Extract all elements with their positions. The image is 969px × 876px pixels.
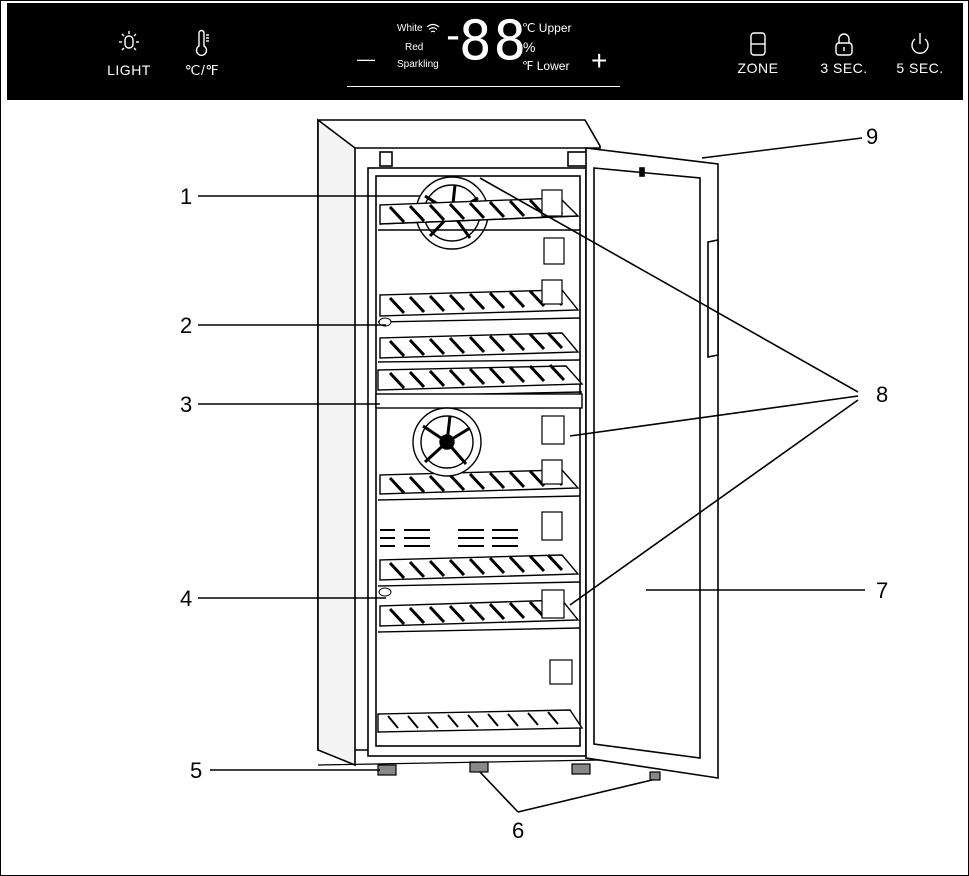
decrease-button[interactable]: — <box>357 49 375 69</box>
lock-icon <box>835 33 853 56</box>
unit-toggle-button[interactable]: ℃/℉ <box>177 29 227 79</box>
light-label: LIGHT <box>107 62 151 78</box>
humidity-percent-indicator: % <box>523 39 536 55</box>
callout-9: 9 <box>866 124 878 149</box>
glass-door <box>541 147 719 779</box>
wine-type-white: White <box>397 23 423 34</box>
shelf-7 <box>377 599 581 633</box>
door-handle <box>707 239 719 358</box>
callout-8: 8 <box>876 382 888 407</box>
wine-shelves <box>375 197 584 733</box>
callout-2: 2 <box>180 313 192 338</box>
cabinet-side <box>317 118 356 767</box>
callout-6: 6 <box>512 818 524 843</box>
display-minus-sign: - <box>441 13 468 59</box>
callout-1: 1 <box>180 184 192 209</box>
power-label: 5 SEC. <box>896 60 944 76</box>
callout-5: 5 <box>190 758 202 783</box>
callout-lines <box>198 137 865 813</box>
shelf-5 <box>377 468 581 501</box>
led-light-lower <box>378 587 392 597</box>
temperature-display: 88 <box>459 9 529 72</box>
shelf-3 <box>377 331 581 363</box>
light-button[interactable]: LIGHT <box>99 29 159 78</box>
callout-4: 4 <box>180 586 192 611</box>
callout-7: 7 <box>876 578 888 603</box>
control-panel: LIGHT ℃/℉ White Red Sparkling - 88 ℃ Upp… <box>7 3 963 100</box>
wine-type-sparkling: Sparkling <box>397 59 439 70</box>
power-icon <box>911 33 929 54</box>
shelf-2 <box>377 288 581 323</box>
callout-3: 3 <box>180 392 192 417</box>
lock-button[interactable]: 3 SEC. <box>814 31 874 76</box>
light-bulb-icon <box>119 31 139 51</box>
zone-divider <box>375 393 583 409</box>
thermometer-icon <box>195 29 209 56</box>
zone-button[interactable]: ZONE <box>733 31 783 76</box>
air-vent <box>380 529 518 547</box>
increase-button[interactable]: + <box>591 45 608 76</box>
wifi-icon <box>426 23 440 33</box>
bottom-shelf <box>377 709 584 733</box>
wine-type-red: Red <box>405 42 424 53</box>
zone-label: ZONE <box>737 60 779 76</box>
fahrenheit-lower-indicator: ℉ Lower <box>522 59 570 73</box>
celsius-upper-indicator: ℃ Upper <box>522 21 572 35</box>
zone-icon <box>750 32 766 56</box>
leveling-feet <box>377 761 661 781</box>
led-light-upper <box>378 317 392 327</box>
power-button[interactable]: 5 SEC. <box>890 31 950 76</box>
callout-numbers: 1 2 3 4 5 6 7 8 9 <box>180 124 888 843</box>
lower-fan <box>412 407 482 477</box>
unit-label: ℃/℉ <box>184 62 220 78</box>
shelf-6 <box>377 553 581 587</box>
display-underline <box>347 86 620 87</box>
lock-label: 3 SEC. <box>820 60 868 76</box>
